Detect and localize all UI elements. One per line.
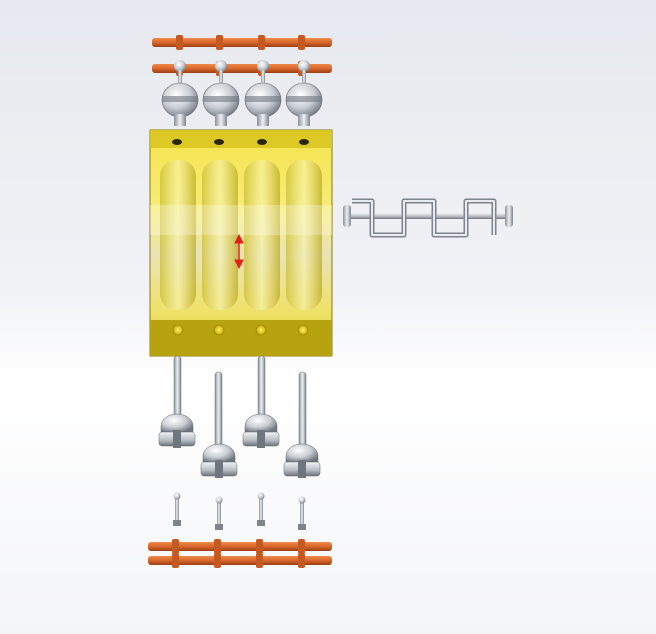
move-indicator[interactable] xyxy=(234,233,244,270)
engine-block[interactable] xyxy=(149,129,333,357)
pistons[interactable] xyxy=(158,413,321,478)
camshaft-bottom[interactable] xyxy=(148,539,332,568)
crankshaft[interactable] xyxy=(343,198,513,238)
rocker-assembly xyxy=(161,60,199,126)
rocker-assembly xyxy=(202,60,240,126)
rocker-assembly-row[interactable] xyxy=(161,60,323,126)
rocker-assembly xyxy=(285,60,323,126)
connecting-rods[interactable] xyxy=(173,355,307,451)
rocker-assembly xyxy=(244,60,282,126)
valve-pins[interactable] xyxy=(173,492,306,531)
cylinder-bores xyxy=(160,160,322,310)
